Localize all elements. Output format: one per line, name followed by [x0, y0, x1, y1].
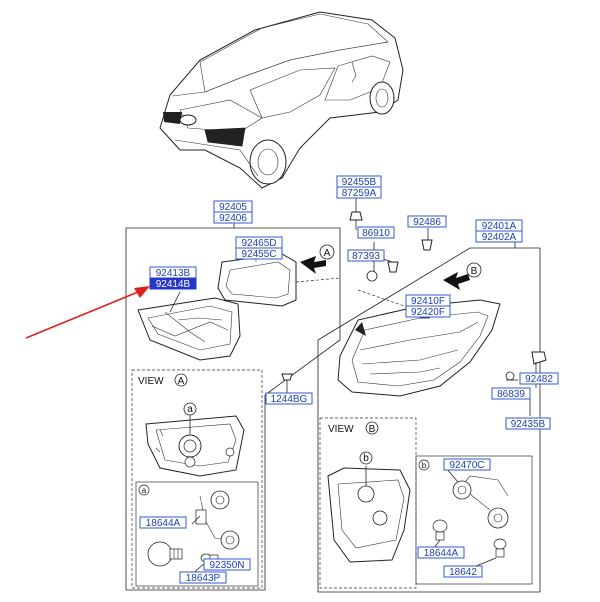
part-label-86910[interactable]: 86910	[357, 226, 395, 239]
view-b-marker: B	[357, 262, 482, 309]
view-a-marker-letter: A	[324, 248, 331, 259]
view-b-title-letter: B	[369, 424, 376, 435]
part-label-1244BG[interactable]: 1244BG	[265, 392, 313, 405]
part-number-92405: 92405	[219, 202, 247, 213]
part-label-92410F[interactable]: 92410F	[405, 294, 451, 307]
view-a-sub-label: a	[187, 404, 193, 415]
vehicle-illustration	[159, 11, 404, 189]
view-b-box: VIEW B b b	[319, 417, 533, 589]
part-label-18644A-right[interactable]: 18644A	[417, 546, 465, 559]
view-b-marker-letter: B	[471, 266, 478, 277]
part-label-92413B[interactable]: 92413B	[149, 266, 197, 279]
part-number-92410F: 92410F	[411, 296, 445, 307]
inner-tail-lamp	[137, 297, 241, 361]
view-b-title: VIEW	[328, 424, 354, 435]
part-number-1244BG: 1244BG	[271, 394, 308, 405]
part-number-92455B: 92455B	[342, 177, 377, 188]
part-number-92486: 92486	[413, 217, 441, 228]
part-label-87259A[interactable]: 87259A	[336, 186, 382, 199]
part-label-86839[interactable]: 86839	[491, 387, 531, 400]
part-number-92482: 92482	[525, 374, 553, 385]
part-number-18642: 18642	[449, 567, 477, 578]
part-label-92405[interactable]: 92405	[213, 200, 253, 213]
part-labels: 92405 92406 92465D 92455C 92413B 92414B …	[139, 175, 559, 584]
view-a-marker: A	[295, 244, 341, 283]
part-number-92420F: 92420F	[411, 307, 445, 318]
part-label-92420F[interactable]: 92420F	[405, 305, 451, 318]
fasteners	[281, 211, 547, 394]
part-number-18644A-right: 18644A	[424, 548, 459, 559]
view-a-detail-label: a	[142, 486, 147, 495]
part-number-92402A: 92402A	[482, 232, 517, 243]
part-label-92402A[interactable]: 92402A	[475, 230, 523, 243]
view-a-title-letter: A	[178, 376, 185, 387]
view-b-detail-label: b	[422, 461, 427, 470]
part-number-18644A-left: 18644A	[146, 518, 181, 529]
part-number-92455C: 92455C	[241, 249, 276, 260]
part-label-92465D[interactable]: 92465D	[235, 236, 283, 249]
view-a-box: VIEW A a a	[131, 369, 263, 589]
part-number-92414B: 92414B	[156, 279, 191, 290]
part-label-92401A[interactable]: 92401A	[475, 219, 523, 232]
part-label-92455B[interactable]: 92455B	[336, 175, 382, 188]
part-number-92465D: 92465D	[241, 238, 276, 249]
part-number-92413B: 92413B	[156, 268, 191, 279]
part-label-18644A-left[interactable]: 18644A	[139, 516, 187, 529]
part-label-92414B-highlighted[interactable]: 92414B	[149, 277, 197, 290]
part-number-87393: 87393	[352, 251, 380, 262]
part-label-92435B[interactable]: 92435B	[505, 417, 551, 430]
pointer-arrow	[25, 286, 150, 339]
part-number-18643P: 18643P	[186, 573, 221, 584]
part-number-92401A: 92401A	[482, 221, 517, 232]
part-label-92482[interactable]: 92482	[519, 372, 559, 385]
part-label-92455C[interactable]: 92455C	[235, 247, 283, 260]
part-number-86910: 86910	[362, 228, 390, 239]
part-label-92486[interactable]: 92486	[407, 215, 447, 228]
part-label-92406[interactable]: 92406	[213, 211, 253, 224]
part-number-92470C: 92470C	[449, 460, 484, 471]
view-a-title: VIEW	[138, 376, 164, 387]
part-number-92350N: 92350N	[209, 560, 244, 571]
part-number-87259A: 87259A	[342, 188, 377, 199]
lamp-gasket	[217, 252, 297, 307]
part-label-92350N[interactable]: 92350N	[203, 558, 251, 571]
part-number-86839: 86839	[497, 389, 525, 400]
part-label-18643P[interactable]: 18643P	[179, 571, 227, 584]
part-number-92406: 92406	[219, 213, 247, 224]
part-label-18642[interactable]: 18642	[443, 565, 483, 578]
part-number-92435B: 92435B	[511, 419, 546, 430]
part-label-87393[interactable]: 87393	[347, 249, 385, 262]
view-b-sub-label: b	[363, 453, 369, 464]
part-label-92470C[interactable]: 92470C	[443, 458, 491, 471]
